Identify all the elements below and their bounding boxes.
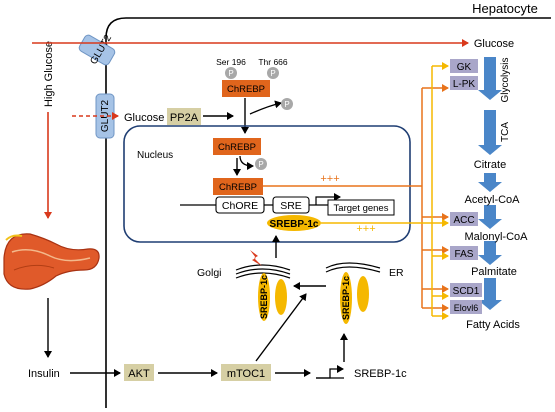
insulin-label: Insulin [28, 368, 60, 380]
sre-label: SRE [280, 200, 302, 212]
transcription-arrow [315, 193, 341, 205]
gk-box [450, 59, 478, 73]
srebp-golgi: SREBP-1c [258, 273, 287, 321]
palmitate-label: Palmitate [471, 266, 517, 278]
svg-text:P: P [228, 69, 233, 78]
site-protease-icon [250, 250, 262, 266]
lpk-box [450, 76, 478, 90]
chore-label: ChORE [222, 200, 258, 212]
svg-text:ChREBP: ChREBP [219, 182, 257, 193]
acc-label: ACC [453, 215, 474, 226]
plus-yellow: +++ [356, 223, 375, 235]
cell-membrane [105, 17, 551, 408]
chrebp-box-nucleus2 [213, 178, 263, 195]
gk-label: GK [457, 62, 472, 73]
scd1-box [450, 283, 482, 297]
svg-text:P: P [270, 69, 275, 78]
nucleus-label: Nucleus [137, 150, 173, 161]
sre-box [272, 196, 310, 214]
gene-promoter-arrow [316, 365, 344, 379]
glut2-left: GLUT2 [95, 93, 115, 139]
svg-text:ChREBP: ChREBP [218, 142, 256, 153]
citrate-label: Citrate [474, 159, 506, 171]
akt-box [124, 364, 154, 381]
phospho-nucleus [255, 158, 267, 170]
chrebp-box-top [222, 80, 270, 97]
svg-text:GLUT2: GLUT2 [100, 99, 111, 132]
er-label: ER [389, 267, 404, 279]
mtoc1-label: mTOC1 [227, 368, 265, 380]
glucose-right-label: Glucose [474, 38, 514, 50]
svg-text:SREBP-1c: SREBP-1c [341, 276, 351, 320]
tca-label: TCA [500, 122, 511, 142]
pathway-arrows [478, 57, 502, 310]
lpk-label: L-PK [453, 79, 476, 90]
acc-box [450, 212, 478, 226]
fas-box [450, 246, 478, 260]
target-genes-label: Target genes [334, 203, 389, 214]
scd1-label: SCD1 [453, 286, 480, 297]
golgi-label: Golgi [197, 267, 222, 279]
golgi-membrane [235, 264, 291, 279]
srebp-regulation-lines [321, 62, 449, 320]
srebp-er: SREBP-1c [340, 272, 369, 324]
phospho-released [281, 98, 293, 110]
thr666-label: Thr 666 [258, 57, 288, 67]
plus-orange: +++ [320, 173, 339, 185]
dephosphorylation-arrow [249, 100, 282, 115]
pancreas-image [3, 233, 100, 290]
elovl6-box [450, 300, 482, 314]
chrebp-box-nucleus1 [213, 138, 261, 155]
chrebp-regulation-lines [263, 84, 449, 312]
svg-text:SREBP-1c: SREBP-1c [259, 275, 269, 319]
elovl6-label: Elovl6 [454, 303, 479, 313]
target-genes-box [327, 199, 395, 216]
chrebp-label-top: ChREBP [227, 84, 265, 95]
pp2a-box [167, 108, 201, 125]
high-glucose-label: High Glucose [43, 41, 55, 107]
svg-text:P: P [258, 160, 263, 169]
glucose-in-label: Glucose [124, 112, 164, 124]
mtoc1-box [221, 364, 271, 381]
arrow-mtoc1-golgi [255, 293, 307, 362]
akt-label: AKT [128, 368, 150, 380]
glycolysis-label: Glycolysis [500, 57, 511, 102]
svg-text:P: P [284, 100, 289, 109]
fatty-acids-label: Fatty Acids [466, 319, 520, 331]
nucleus [123, 125, 411, 243]
phospho-ser196 [225, 67, 237, 79]
srebp-nuclear-label: SREBP-1c [270, 219, 319, 230]
er-membrane [325, 262, 381, 273]
srebp-nuclear-ellipse [267, 215, 321, 231]
hepatocyte-title: Hepatocyte [472, 1, 538, 16]
fas-label: FAS [455, 249, 474, 260]
malonyl-coa-label: Malonyl-CoA [465, 231, 529, 243]
ser196-label: Ser 196 [216, 57, 246, 67]
acetyl-coa-label: Acetyl-CoA [464, 194, 520, 206]
phospho-arrow-nucleus [239, 155, 254, 170]
chore-box [215, 196, 265, 214]
srebp-gene-label: SREBP-1c [354, 368, 407, 380]
pp2a-label: PP2A [170, 112, 199, 124]
glut2-top: GLUT2 [78, 33, 116, 66]
phospho-thr666 [267, 67, 279, 79]
